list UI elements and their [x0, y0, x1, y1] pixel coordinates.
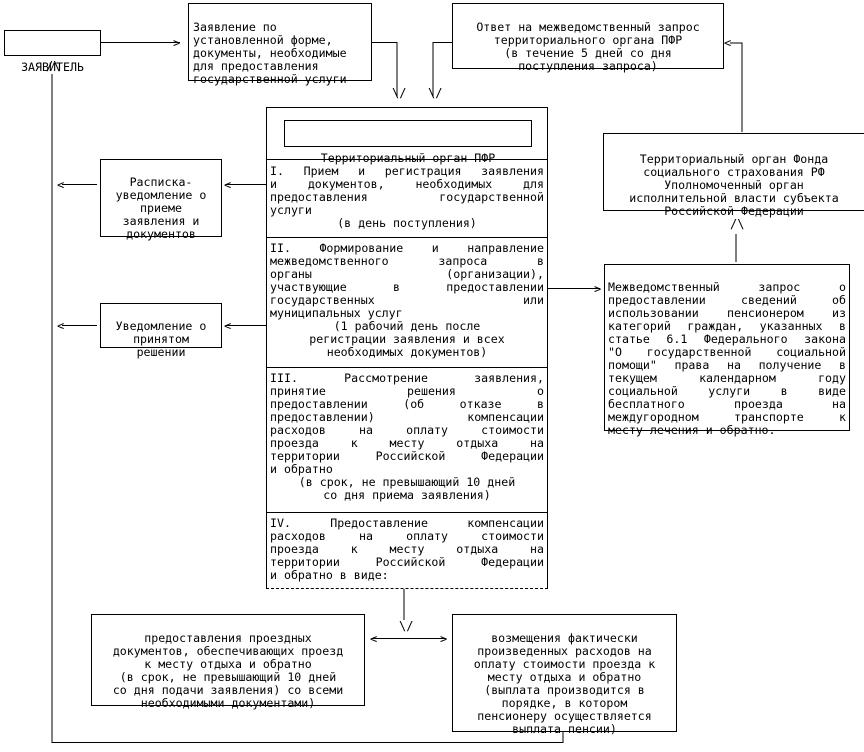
text-line: межведомственного запроса в: [270, 254, 544, 268]
arrow-left-icon: <: [724, 36, 732, 50]
tickets-box: предоставления проездных документов, обе…: [91, 614, 365, 710]
reimburse-box: возмещения фактически произведенных расх…: [452, 614, 677, 736]
text-line: междугородном транспорте к: [608, 410, 846, 424]
arrow-right-icon: >: [173, 36, 181, 50]
text-line: III. Рассмотрение заявления,: [270, 371, 544, 385]
text-line: государственной услуги: [193, 72, 347, 86]
stage-term: (в срок, не превышающий 10 дней со дня п…: [298, 475, 516, 502]
text-line: предоставлении (об отказе в: [270, 397, 544, 411]
text-line: услуги: [270, 203, 312, 217]
text-line: для предоставления: [193, 59, 319, 73]
divider: [266, 512, 548, 513]
text-line: и обратно: [270, 462, 333, 476]
text-line: II. Формирование и направление: [270, 241, 544, 255]
stage-term: (в день поступления): [337, 216, 477, 230]
connector-fss-response: [730, 42, 743, 132]
pfr-box: [266, 107, 548, 589]
divider: [266, 159, 548, 160]
text-line: проезда к месту отдыха на: [270, 542, 544, 556]
arrow-left-icon: <: [224, 178, 232, 192]
pfr-title: Территориальный орган ПФР: [320, 151, 496, 165]
arrow-left-icon: <: [370, 632, 378, 646]
decision-text: Уведомление о принятом решении: [115, 319, 207, 359]
text-line: (в течение 5 дней со дня: [504, 46, 672, 60]
arrow-down-icon: \/: [399, 619, 414, 633]
text-line: территориального органа ПФР: [493, 33, 683, 47]
divider: [266, 237, 548, 238]
connector-response-pfr: [432, 42, 452, 97]
tickets-text: предоставления проездных документов, обе…: [112, 631, 344, 710]
text-line: принятие решения о: [270, 384, 544, 398]
applicant-label: ЗАЯВИТЕЛЬ: [21, 60, 84, 74]
decision-box: Уведомление о принятом решении: [100, 303, 222, 359]
text-line: статье 6.1 Федерального закона: [608, 332, 846, 346]
text-line: участвующие в предоставлении: [270, 280, 544, 294]
text-line: помощи" права на получение в: [608, 358, 846, 372]
arrow-left-icon: <: [224, 319, 232, 333]
arrow-up-icon: /\: [730, 217, 745, 231]
text-line: и обратно в виде:: [270, 568, 389, 582]
text-line: проезда к месту отдыха на: [270, 436, 544, 450]
text-line: Заявление по: [193, 20, 277, 34]
text-line: установленной форме,: [193, 33, 333, 47]
arrow-left-icon: <: [57, 319, 65, 333]
text-line: государственных или: [270, 293, 544, 307]
text-line: I. Прием и регистрация заявления: [270, 164, 544, 178]
arrow-right-icon: >: [440, 632, 448, 646]
arrow-down-icon: \/: [392, 86, 407, 100]
text-line: текущем календарном году: [608, 371, 846, 385]
text-line: поступления запроса): [518, 59, 658, 73]
text-line: органы (организации),: [270, 267, 544, 281]
text-line: территории Российской Федерации: [270, 555, 544, 569]
text-line: категорий граждан, указанных в: [608, 319, 846, 333]
connector-return-applicant: [51, 74, 564, 743]
applicant-box: ЗАЯВИТЕЛЬ: [4, 30, 101, 74]
text-line: документы, необходимые: [193, 46, 347, 60]
arrow-up-icon: /\: [46, 60, 60, 72]
stage-term: (1 рабочий день после регистрации заявле…: [309, 319, 505, 359]
arrow-down-icon: \/: [428, 86, 443, 100]
arrow-left-icon: <: [57, 178, 65, 192]
arrow-right-icon: >: [594, 282, 602, 296]
text-line: "О государственной социальной: [608, 345, 846, 359]
text-line: муниципальных услуг: [270, 306, 403, 320]
text-line: и документов, необходимых для: [270, 177, 544, 191]
text-line: Межведомственный запрос о: [608, 280, 846, 294]
pfr-title-box: Территориальный орган ПФР: [284, 120, 532, 165]
reimburse-text: возмещения фактически произведенных расх…: [473, 631, 656, 736]
text-line: предоставлении) компенсации: [270, 410, 544, 424]
divider: [266, 367, 548, 368]
fss-box: Территориальный орган Фонда социального …: [603, 133, 864, 218]
receipt-text: Расписка- уведомление о приеме заявления…: [115, 175, 207, 241]
text-line: месту лечения и обратно.: [608, 423, 776, 437]
text-line: использовании пенсионером из: [608, 306, 846, 320]
text-line: IV. Предоставление компенсации: [270, 516, 544, 530]
text-line: территории Российской Федерации: [270, 449, 544, 463]
text-line: предоставления государственной: [270, 190, 544, 204]
text-line: Ответ на межведомственный запрос: [476, 20, 700, 34]
connector-application-pfr: [372, 42, 398, 97]
text-line: расходов на оплату стоимости: [270, 529, 544, 543]
fss-text: Территориальный орган Фонда социального …: [629, 152, 839, 218]
text-line: социальной услуги в виде: [608, 384, 846, 398]
text-line: расходов на оплату стоимости: [270, 423, 544, 437]
stage-3: III. Рассмотрение заявления,принятие реш…: [266, 372, 548, 502]
receipt-box: Расписка- уведомление о приеме заявления…: [100, 159, 222, 241]
text-line: бесплатного проезда на: [608, 397, 846, 411]
text-line: предоставлении сведений об: [608, 293, 846, 307]
